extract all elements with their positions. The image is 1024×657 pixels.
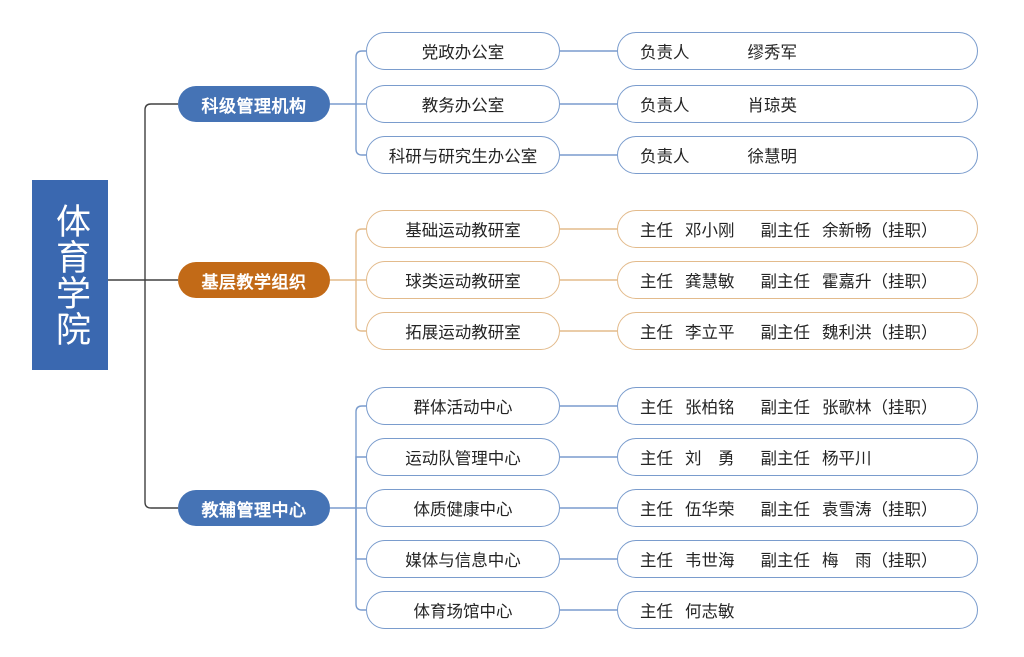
person-name: 肖琼英 [747,96,798,115]
unit-label: 基础运动教研室 [405,221,521,240]
person-role-deputy: 副主任 [760,221,811,240]
unit-label: 球类运动教研室 [405,272,521,291]
person-role: 主任 [640,500,673,519]
person-box[interactable]: 负责人 徐慧明 [617,136,978,174]
person-name: 龚慧敏 [685,272,735,291]
root-node-label: 体育学院 [50,203,90,347]
person-box[interactable]: 主任 韦世海 副主任 梅 雨（挂职） [617,540,978,578]
person-role-deputy: 副主任 [760,398,811,417]
unit-box[interactable]: 群体活动中心 [366,387,560,425]
person-name-deputy: 魏利洪（挂职） [822,323,938,342]
person-role: 主任 [640,323,673,342]
unit-box[interactable]: 教务办公室 [366,85,560,123]
person-name: 何志敏 [685,602,735,621]
person-role: 主任 [640,272,673,291]
person-name: 张柏铭 [685,398,735,417]
category-node-1[interactable]: 科级管理机构 [178,86,330,122]
unit-box[interactable]: 体质健康中心 [366,489,560,527]
unit-box[interactable]: 拓展运动教研室 [366,312,560,350]
person-role-deputy: 副主任 [760,272,811,291]
unit-box[interactable]: 基础运动教研室 [366,210,560,248]
person-box[interactable]: 负责人 肖琼英 [617,85,978,123]
person-name-deputy: 余新畅（挂职） [822,221,938,240]
unit-label: 拓展运动教研室 [405,323,521,342]
unit-box[interactable]: 体育场馆中心 [366,591,560,629]
unit-label: 党政办公室 [421,43,505,62]
person-box[interactable]: 主任 张柏铭 副主任 张歌林（挂职） [617,387,978,425]
unit-box[interactable]: 球类运动教研室 [366,261,560,299]
person-name-deputy: 杨平川 [822,449,872,468]
unit-label: 教务办公室 [421,96,505,115]
unit-label: 体育场馆中心 [413,602,513,621]
unit-label: 科研与研究生办公室 [388,147,538,166]
person-role: 主任 [640,221,673,240]
unit-box[interactable]: 科研与研究生办公室 [366,136,560,174]
person-box[interactable]: 主任 伍华荣 副主任 袁雪涛（挂职） [617,489,978,527]
person-name: 伍华荣 [685,500,735,519]
person-name: 缪秀军 [747,43,798,62]
person-role: 主任 [640,602,673,621]
category-label: 教辅管理中心 [201,500,307,521]
person-role-deputy: 副主任 [760,449,811,468]
unit-label: 运动队管理中心 [405,449,521,468]
person-box[interactable]: 主任 李立平 副主任 魏利洪（挂职） [617,312,978,350]
person-box[interactable]: 主任 刘 勇 副主任 杨平川 [617,438,978,476]
person-name-deputy: 张歌林（挂职） [822,398,938,417]
person-name-deputy: 霍嘉升（挂职） [822,272,938,291]
unit-box[interactable]: 媒体与信息中心 [366,540,560,578]
person-role-deputy: 副主任 [760,323,811,342]
unit-box[interactable]: 党政办公室 [366,32,560,70]
person-role-deputy: 副主任 [760,500,811,519]
person-name-deputy: 袁雪涛（挂职） [822,500,938,519]
person-box[interactable]: 主任 邓小刚 副主任 余新畅（挂职） [617,210,978,248]
person-role: 负责人 [640,43,690,62]
person-box[interactable]: 主任 何志敏 [617,591,978,629]
person-role: 主任 [640,551,673,570]
person-role: 负责人 [640,147,690,166]
person-name: 徐慧明 [747,147,798,166]
person-name-deputy: 梅 雨（挂职） [822,551,938,570]
person-name: 李立平 [685,323,735,342]
person-box[interactable]: 负责人 缪秀军 [617,32,978,70]
person-role: 主任 [640,398,673,417]
unit-box[interactable]: 运动队管理中心 [366,438,560,476]
category-label: 科级管理机构 [201,96,307,117]
unit-label: 媒体与信息中心 [405,551,521,570]
category-label: 基层教学组织 [201,272,307,293]
unit-label: 体质健康中心 [413,500,513,519]
root-node[interactable]: 体育学院 [32,180,108,370]
category-node-2[interactable]: 基层教学组织 [178,262,330,298]
person-box[interactable]: 主任 龚慧敏 副主任 霍嘉升（挂职） [617,261,978,299]
person-role: 主任 [640,449,673,468]
person-name: 韦世海 [685,551,735,570]
person-role-deputy: 副主任 [760,551,811,570]
person-role: 负责人 [640,96,690,115]
category-node-3[interactable]: 教辅管理中心 [178,490,330,526]
unit-label: 群体活动中心 [413,398,513,417]
person-name: 刘 勇 [685,449,735,468]
person-name: 邓小刚 [685,221,735,240]
